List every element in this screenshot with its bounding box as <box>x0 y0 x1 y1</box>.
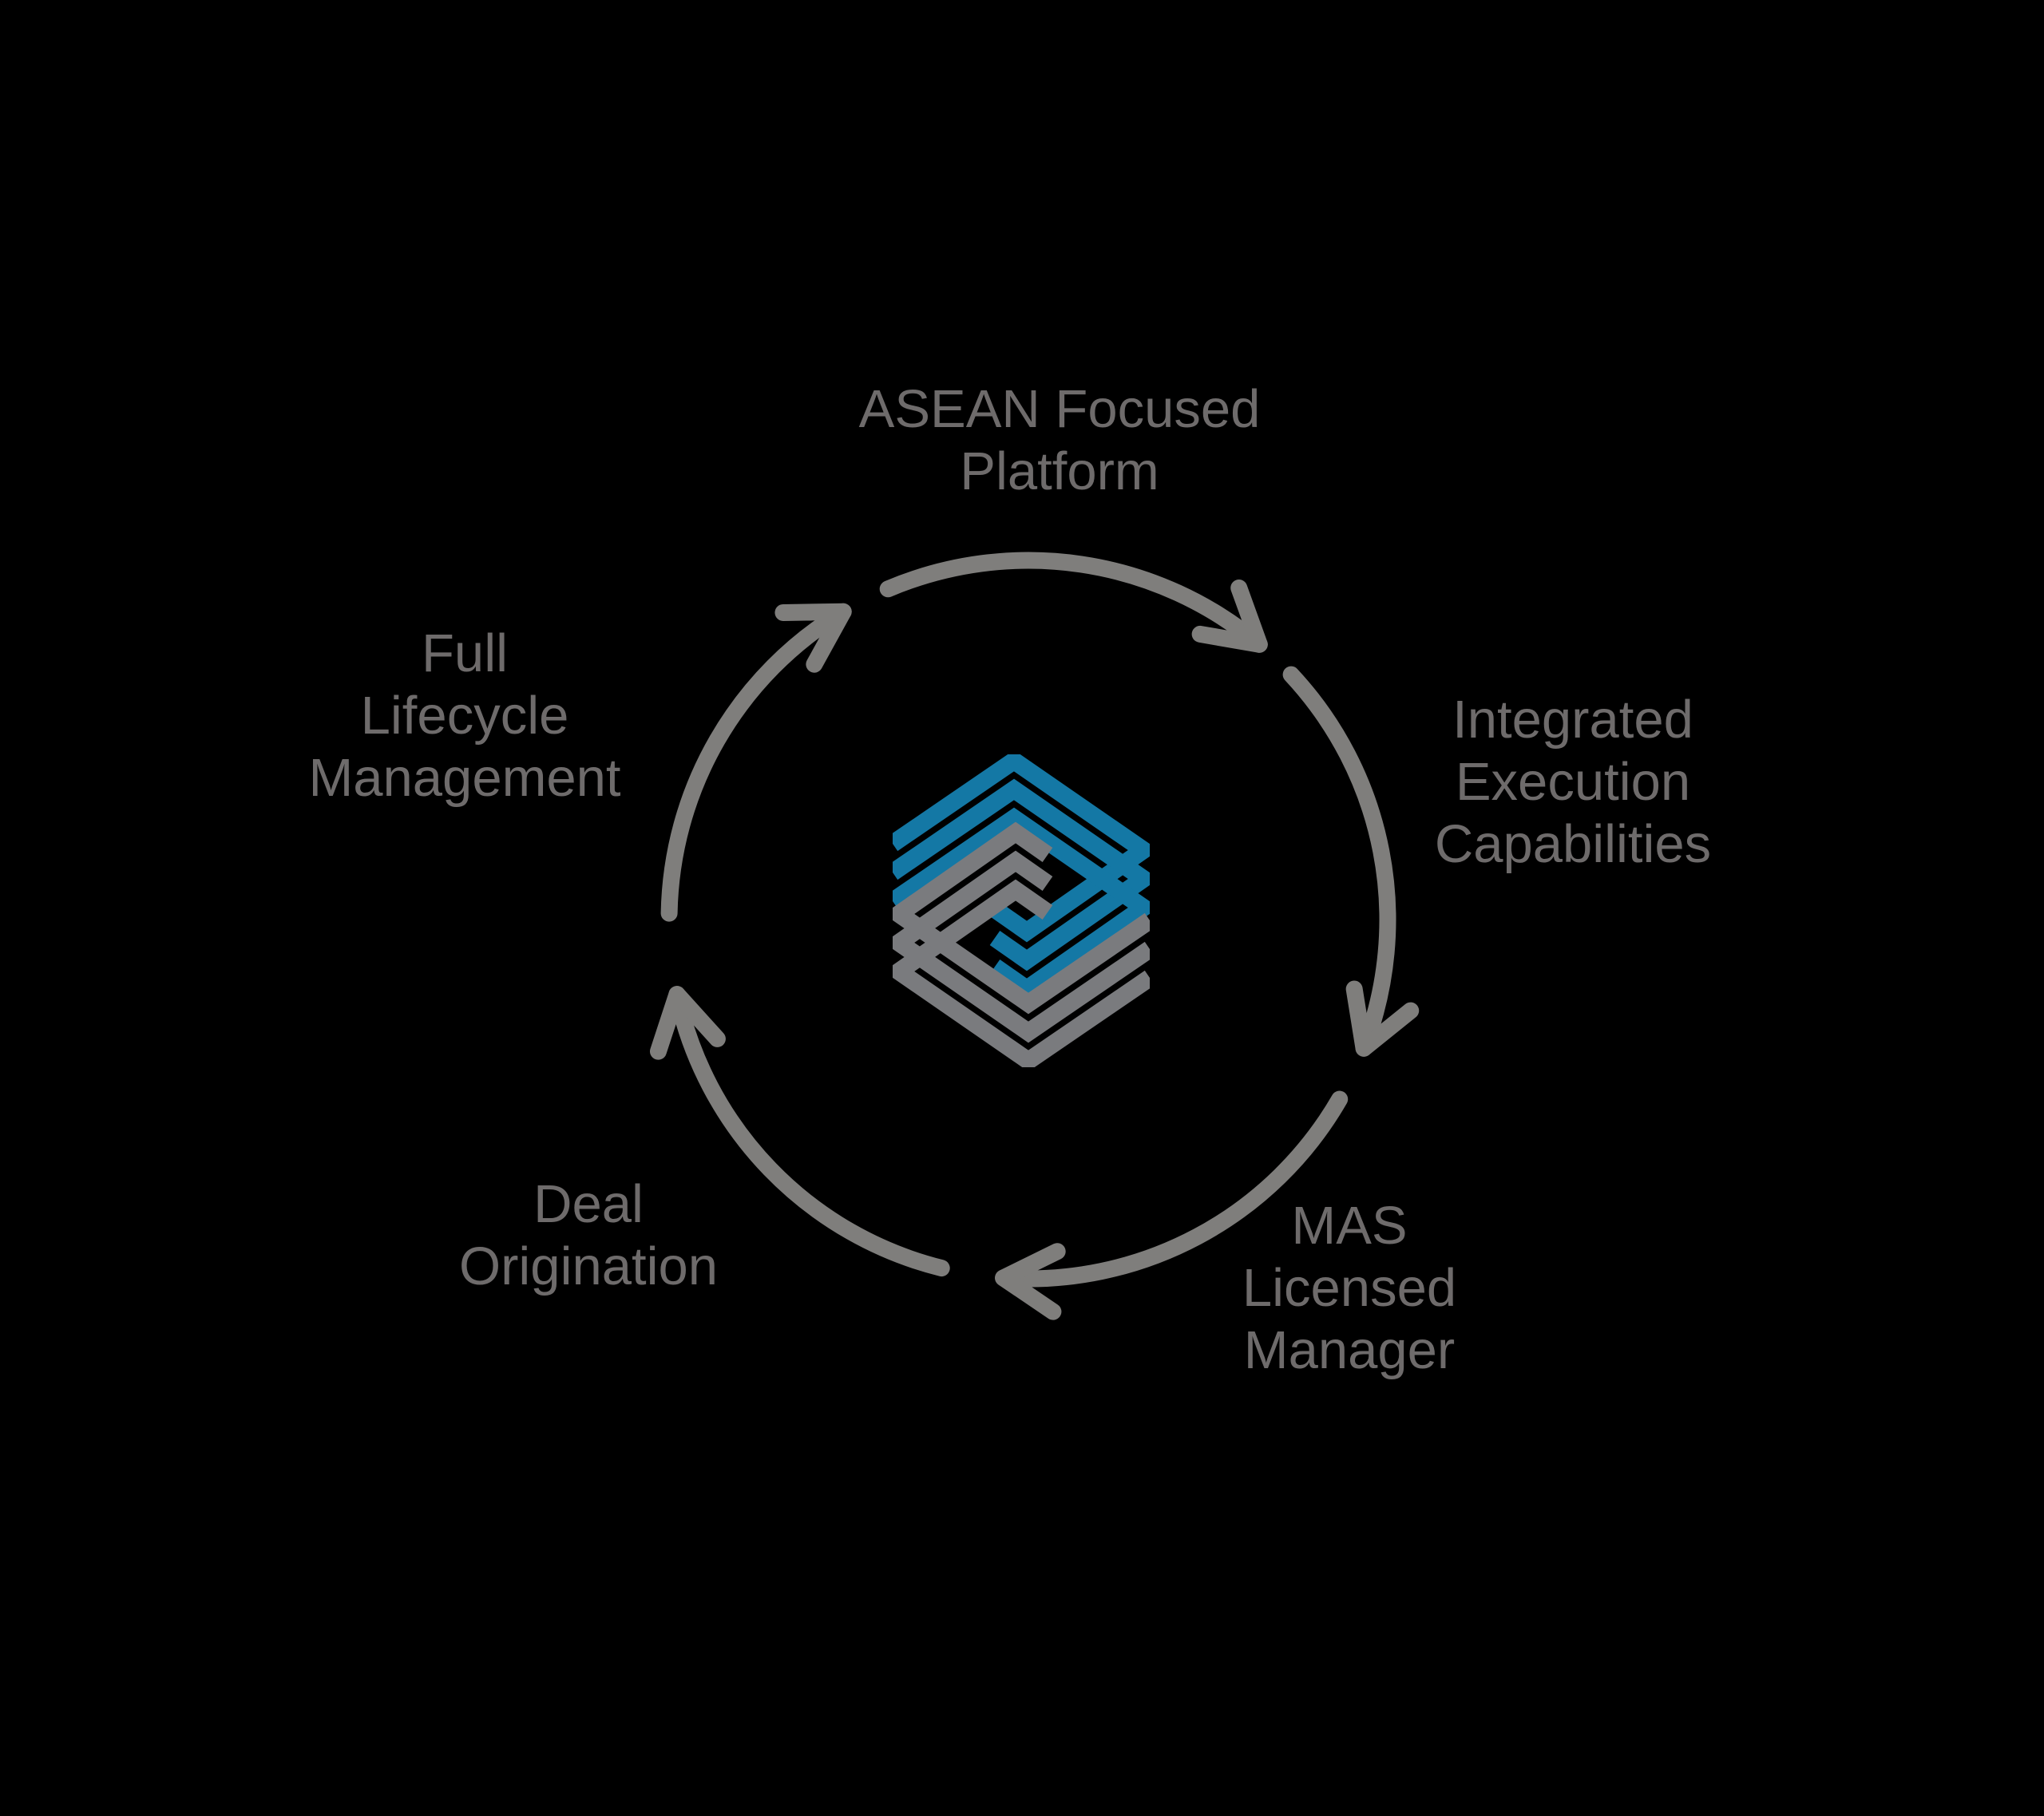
label-line: Manager <box>1243 1320 1456 1380</box>
cycle-label-full-lifecycle-management: Full Lifecycle Management <box>308 623 620 809</box>
logo-blue-layers <box>893 754 1150 1000</box>
cycle-arc-right <box>1282 666 1420 1057</box>
label-line: Integrated <box>1452 690 1693 750</box>
label-line: Capabilities <box>1434 814 1712 874</box>
label-line: ASEAN Focused <box>858 379 1261 439</box>
logo-blue-layer-1 <box>893 754 1150 943</box>
logo-gray-layer-2 <box>893 850 1150 1043</box>
label-line: Licensed <box>1242 1258 1457 1318</box>
logo-gray-layers <box>893 821 1150 1067</box>
logo-gray-layer-3 <box>893 821 1150 1015</box>
layered-chevrons-logo-icon <box>893 754 1150 1067</box>
label-line: Management <box>308 748 621 808</box>
label-line: Origination <box>458 1236 719 1296</box>
label-line: Lifecycle <box>360 686 569 746</box>
cycle-arc-top <box>879 552 1268 653</box>
cycle-label-integrated-execution-capabilities: Integrated Execution Capabilities <box>1435 689 1711 876</box>
logo-blue-layer-3 <box>893 807 1150 1000</box>
logo-blue-layer-2 <box>893 778 1150 971</box>
cycle-label-mas-licensed-manager: MAS Licensed Manager <box>1242 1195 1456 1382</box>
cycle-arc-bottom-right <box>995 1090 1349 1320</box>
cycle-arc-left <box>660 603 852 922</box>
label-line: MAS <box>1291 1196 1408 1256</box>
label-line: Execution <box>1455 752 1691 812</box>
cycle-arc-bottom-left <box>650 986 950 1277</box>
logo-gray-layer-1 <box>893 879 1150 1067</box>
cycle-label-deal-origination: Deal Origination <box>459 1173 718 1298</box>
cycle-label-asean-focused-platform: ASEAN Focused Platform <box>859 378 1261 503</box>
label-line: Platform <box>960 441 1159 501</box>
label-line: Deal <box>533 1174 644 1234</box>
label-line: Full <box>422 623 508 683</box>
